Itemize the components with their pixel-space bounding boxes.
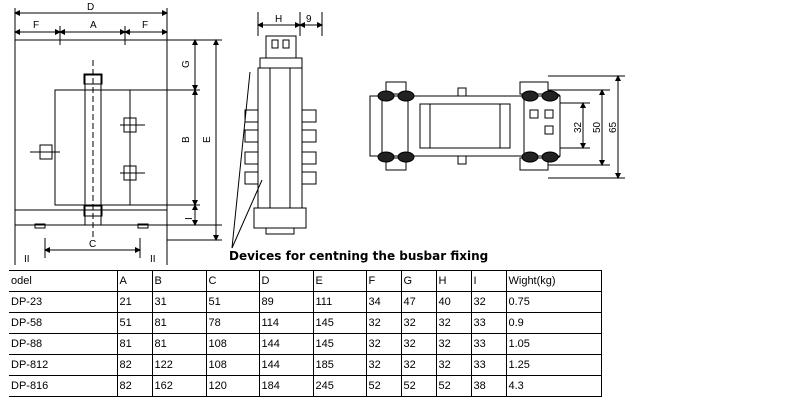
table-header-cell: C bbox=[205, 270, 260, 292]
table-cell: 4.3 bbox=[505, 375, 602, 397]
table-cell: 31 bbox=[151, 291, 207, 313]
table-cell: 32 bbox=[400, 312, 437, 334]
table-cell: DP-816 bbox=[9, 375, 118, 397]
table-cell: 32 bbox=[435, 354, 472, 376]
table-cell: 81 bbox=[116, 333, 153, 355]
table-cell: 1.05 bbox=[505, 333, 602, 355]
table-header-cell: D bbox=[258, 270, 314, 292]
dim-g-label: G bbox=[181, 60, 192, 68]
table-cell: 47 bbox=[400, 291, 437, 313]
table-cell: 145 bbox=[312, 312, 367, 334]
table-cell: 32 bbox=[470, 291, 507, 313]
top-view bbox=[369, 75, 625, 179]
technical-drawing: D F A F G B E I C II II bbox=[14, 2, 625, 265]
front-view bbox=[14, 8, 222, 265]
table-header-cell: F bbox=[365, 270, 402, 292]
table-cell: 82 bbox=[116, 354, 153, 376]
table-header-cell: I bbox=[470, 270, 507, 292]
dim-ii-right-label: II bbox=[150, 254, 156, 265]
dim-ii-left-label: II bbox=[24, 254, 30, 265]
table-cell: 33 bbox=[470, 333, 507, 355]
table-cell: 32 bbox=[435, 312, 472, 334]
table-cell: 0.9 bbox=[505, 312, 602, 334]
table-cell: 78 bbox=[205, 312, 260, 334]
table-cell: 184 bbox=[258, 375, 314, 397]
dim-h-label: H bbox=[275, 14, 282, 25]
table-cell: 32 bbox=[365, 333, 402, 355]
table-header-cell: A bbox=[116, 270, 153, 292]
busbar-caption: Devices for centning the busbar fixing bbox=[229, 249, 489, 263]
table-cell: 120 bbox=[205, 375, 260, 397]
table-cell: 51 bbox=[205, 291, 260, 313]
table-cell: 0.75 bbox=[505, 291, 602, 313]
table-cell: 32 bbox=[365, 312, 402, 334]
table-cell: 162 bbox=[151, 375, 207, 397]
top-view-dark-clips bbox=[377, 90, 559, 163]
table-header-cell: odel bbox=[9, 270, 118, 292]
table-cell: 89 bbox=[258, 291, 314, 313]
table-header-cell: G bbox=[400, 270, 437, 292]
table-cell: 82 bbox=[116, 375, 153, 397]
table-cell: 185 bbox=[312, 354, 367, 376]
table-cell: 38 bbox=[470, 375, 507, 397]
table-cell: 40 bbox=[435, 291, 472, 313]
table-cell: 108 bbox=[205, 333, 260, 355]
dim-32-label: 32 bbox=[573, 121, 584, 133]
table-cell: DP-812 bbox=[9, 354, 118, 376]
table-header-cell: Wight(kg) bbox=[505, 270, 602, 292]
dim-9-label: 9 bbox=[306, 14, 312, 25]
table-cell: 34 bbox=[365, 291, 402, 313]
table-cell: 32 bbox=[400, 333, 437, 355]
table-cell: 33 bbox=[470, 354, 507, 376]
table-cell: 51 bbox=[116, 312, 153, 334]
table-header-cell: H bbox=[435, 270, 472, 292]
dim-i-label: I bbox=[184, 217, 195, 220]
table-cell: DP-23 bbox=[9, 291, 118, 313]
table-cell: 52 bbox=[435, 375, 472, 397]
table-cell: 144 bbox=[258, 333, 314, 355]
dim-50-label: 50 bbox=[592, 121, 603, 133]
table-cell: 81 bbox=[151, 312, 207, 334]
side-view bbox=[231, 12, 323, 249]
table-cell: 52 bbox=[365, 375, 402, 397]
table-cell: 108 bbox=[205, 354, 260, 376]
table-header-cell: E bbox=[312, 270, 367, 292]
table-cell: 144 bbox=[258, 354, 314, 376]
dim-e-label: E bbox=[202, 136, 213, 143]
table-cell: 32 bbox=[435, 333, 472, 355]
table-cell: DP-58 bbox=[9, 312, 118, 334]
table-cell: 32 bbox=[400, 354, 437, 376]
dim-d-label: D bbox=[87, 2, 94, 13]
table-cell: 1.25 bbox=[505, 354, 602, 376]
table-cell: 21 bbox=[116, 291, 153, 313]
dim-f-right-label: F bbox=[142, 20, 148, 31]
dim-f-left-label: F bbox=[33, 20, 39, 31]
table-cell: DP-88 bbox=[9, 333, 118, 355]
dim-a-label: A bbox=[90, 20, 97, 31]
table-cell: 114 bbox=[258, 312, 314, 334]
table-header-cell: B bbox=[151, 270, 207, 292]
table-cell: 145 bbox=[312, 333, 367, 355]
dim-b-label: B bbox=[181, 136, 192, 143]
table-cell: 81 bbox=[151, 333, 207, 355]
dim-c-label: C bbox=[89, 239, 96, 250]
table-cell: 245 bbox=[312, 375, 367, 397]
table-cell: 33 bbox=[470, 312, 507, 334]
table-cell: 32 bbox=[365, 354, 402, 376]
table-cell: 122 bbox=[151, 354, 207, 376]
table-cell: 111 bbox=[312, 291, 367, 313]
table-cell: 52 bbox=[400, 375, 437, 397]
dim-65-label: 65 bbox=[608, 121, 619, 133]
